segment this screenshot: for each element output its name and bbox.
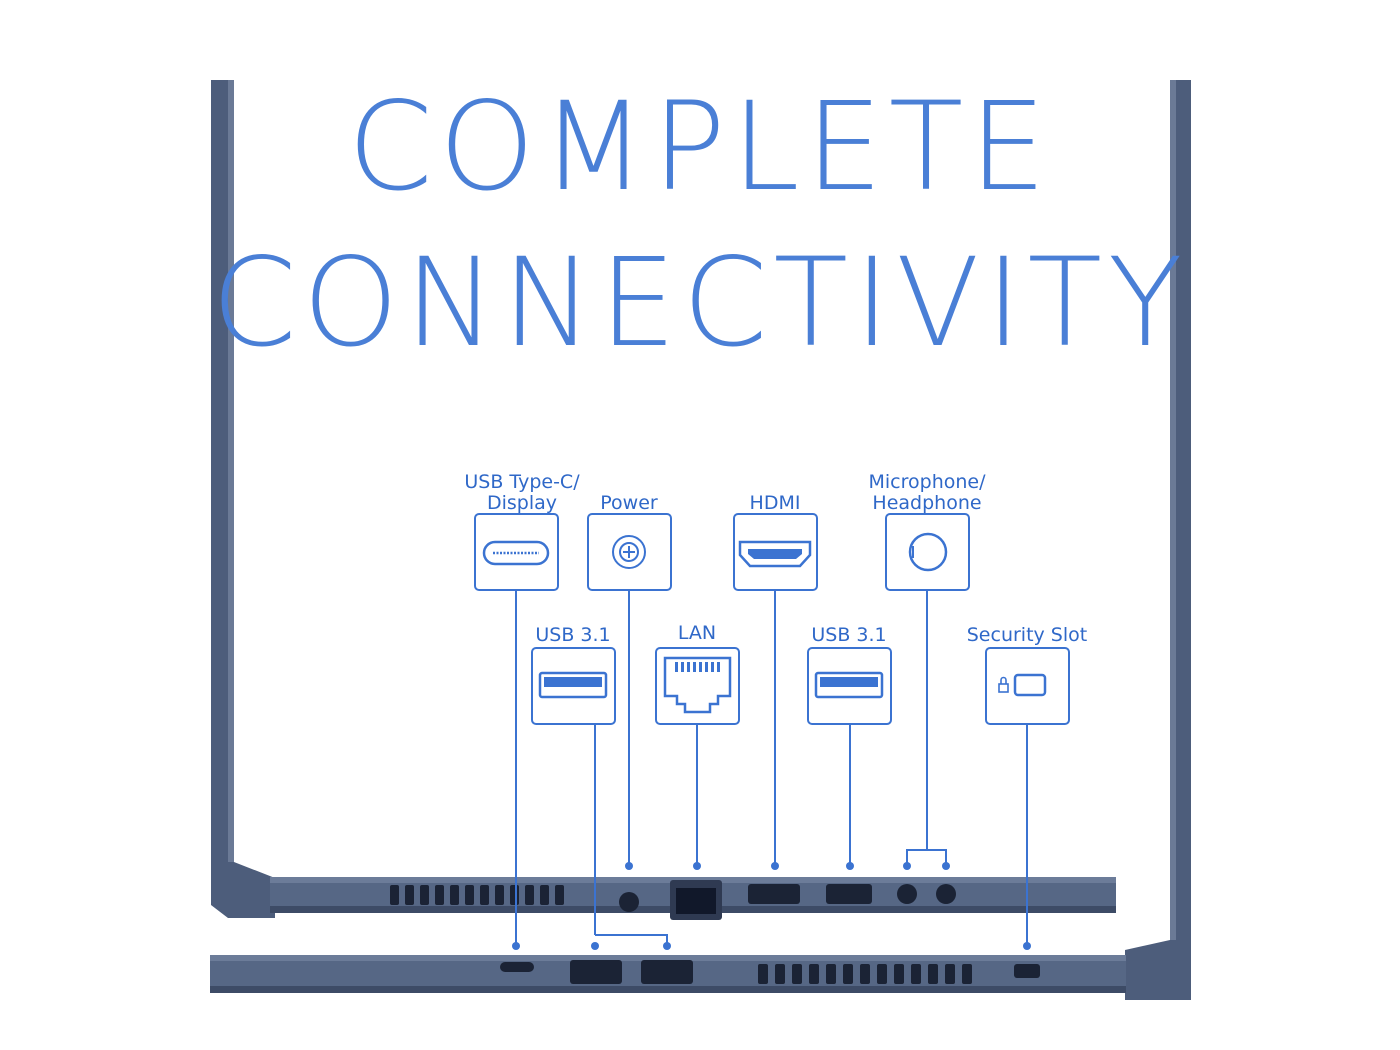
- power-icon: [612, 535, 646, 569]
- headline-line-2: CONNECTIVITY: [211, 232, 1189, 374]
- usb31-left-label: USB 3.1: [535, 624, 610, 646]
- security-lock-slot: [1014, 964, 1040, 978]
- security-box: [985, 647, 1070, 725]
- hdmi-label: HDMI: [750, 492, 801, 514]
- security-lock-icon: [998, 673, 1047, 697]
- usb31-right-label: USB 3.1: [811, 624, 886, 646]
- usb-c-port: [500, 962, 534, 972]
- usb-port-left-b: [641, 960, 693, 984]
- audio-jack-2: [936, 884, 956, 904]
- usb-c-box: [474, 513, 559, 591]
- security-slot-label: Security Slot: [967, 624, 1087, 646]
- usb-port-right-side: [826, 884, 872, 904]
- connector-dots: [512, 862, 1031, 950]
- audio-box: [885, 513, 970, 591]
- connector-lines: [515, 590, 1028, 945]
- laptop-side-view-left: [211, 80, 1116, 920]
- hdmi-icon: [738, 540, 812, 568]
- usb-c-label-line1: USB Type-C/: [464, 471, 580, 493]
- usb-c-label-line2: Display: [487, 492, 557, 514]
- vent-grille-left: [390, 885, 564, 905]
- usb-port-left-a: [570, 960, 622, 984]
- audio-jack-1: [897, 884, 917, 904]
- laptop-side-view-right: [210, 80, 1191, 1000]
- headline-line-1: COMPLETE: [347, 76, 1053, 218]
- power-label: Power: [600, 492, 658, 514]
- headphone-jack-icon: [908, 532, 948, 572]
- usb-a-icon-right: [814, 671, 884, 699]
- power-jack: [619, 892, 639, 912]
- ethernet-icon: [663, 656, 732, 714]
- usb-a-icon-left: [538, 671, 608, 699]
- audio-label-line1: Microphone/: [869, 471, 987, 493]
- usb-c-icon: [482, 540, 550, 566]
- vent-grille-right: [758, 964, 972, 984]
- hdmi-port: [748, 884, 800, 904]
- lan-label: LAN: [678, 622, 716, 644]
- audio-label-line2: Headphone: [872, 492, 981, 514]
